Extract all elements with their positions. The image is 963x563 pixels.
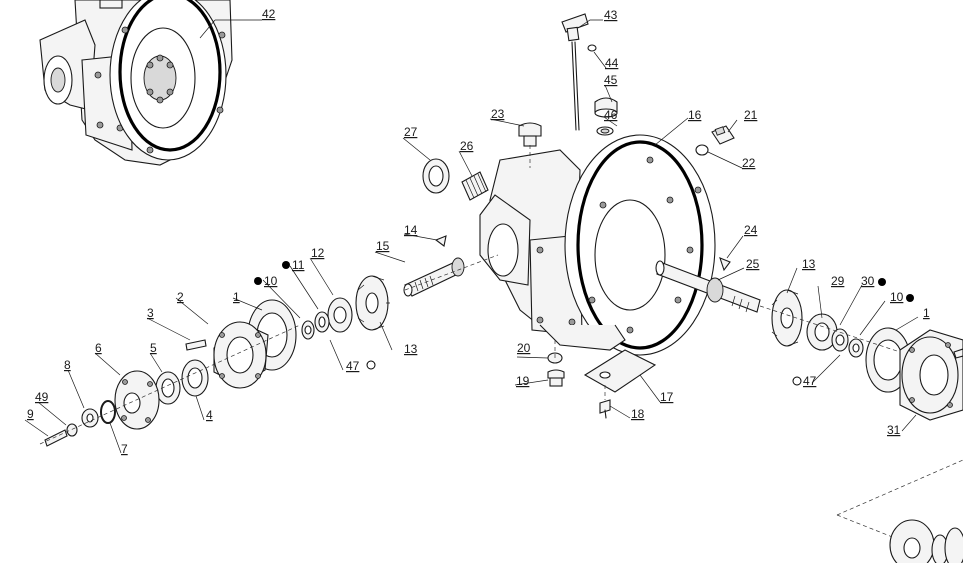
axis-line-left <box>404 254 499 291</box>
callout-17: 17 <box>660 390 674 404</box>
callout-4: 4 <box>206 408 213 422</box>
callout-22: 22 <box>742 156 756 170</box>
callout-labels: 42 43 44 45 46 23 16 21 22 27 26 14 15 2… <box>27 7 930 456</box>
bevel-gear-left-drawing <box>355 275 390 331</box>
filled-dot-marker <box>282 261 290 269</box>
callout-23: 23 <box>491 107 505 121</box>
callout-24: 24 <box>744 223 758 237</box>
callout-26: 26 <box>460 139 474 153</box>
partial-assembly-bottom-right <box>836 459 963 563</box>
callout-2: 2 <box>177 290 184 304</box>
callout-13-right: 13 <box>802 257 816 271</box>
callout-49: 49 <box>35 390 49 404</box>
callout-18: 18 <box>631 407 645 421</box>
callout-46: 46 <box>604 108 618 122</box>
callout-5: 5 <box>150 341 157 355</box>
hollow-dot-marker <box>792 376 802 386</box>
callout-1-right: 1 <box>923 306 930 320</box>
callout-8: 8 <box>64 358 71 372</box>
callout-15: 15 <box>376 239 390 253</box>
callout-25: 25 <box>746 257 760 271</box>
callout-3: 3 <box>147 306 154 320</box>
breather-plug-drawing <box>518 97 618 172</box>
callout-42: 42 <box>262 7 276 21</box>
filled-dot-marker <box>906 294 914 302</box>
callout-6: 6 <box>95 341 102 355</box>
callout-20: 20 <box>517 341 531 355</box>
side-plug-drawing <box>695 125 735 156</box>
callout-47-right: 47 <box>803 374 817 388</box>
callout-31: 31 <box>887 423 901 437</box>
callout-10-right: 10 <box>890 290 904 304</box>
cover-flange-left-drawing <box>185 299 297 389</box>
callout-47-left: 47 <box>346 359 360 373</box>
callout-7: 7 <box>121 442 128 456</box>
callout-29: 29 <box>831 274 845 288</box>
cover-flange-right-drawing <box>865 327 963 421</box>
callout-16: 16 <box>688 108 702 122</box>
dipstick-drawing <box>561 13 597 131</box>
callout-12: 12 <box>311 246 325 260</box>
axis-line-right <box>759 305 901 353</box>
filled-dot-marker <box>878 278 886 286</box>
callout-10-left: 10 <box>264 274 278 288</box>
axis-line-cap <box>39 324 301 445</box>
callout-30: 30 <box>861 274 875 288</box>
main-housing-drawing <box>479 134 716 356</box>
callout-27: 27 <box>404 125 418 139</box>
callout-19: 19 <box>516 374 530 388</box>
cap-assembly-left-drawing <box>44 359 209 447</box>
callout-1-left: 1 <box>233 290 240 304</box>
hollow-dot-marker <box>366 360 376 370</box>
assembled-gearbox-drawing <box>39 0 233 166</box>
gear-bearings-right-drawing <box>771 289 864 358</box>
callout-13-left: 13 <box>404 342 418 356</box>
callout-45: 45 <box>604 73 618 87</box>
filled-dot-marker <box>254 277 262 285</box>
callout-44: 44 <box>605 56 619 70</box>
callout-9: 9 <box>27 407 34 421</box>
callout-14: 14 <box>404 223 418 237</box>
output-shaft-drawing <box>655 257 761 313</box>
seal-bearing-drawing <box>422 158 489 201</box>
bearing-set-left-drawing <box>301 297 353 340</box>
callout-21: 21 <box>744 108 758 122</box>
callout-11: 11 <box>292 258 305 272</box>
callout-43: 43 <box>604 8 618 22</box>
leader-lines <box>24 19 919 454</box>
